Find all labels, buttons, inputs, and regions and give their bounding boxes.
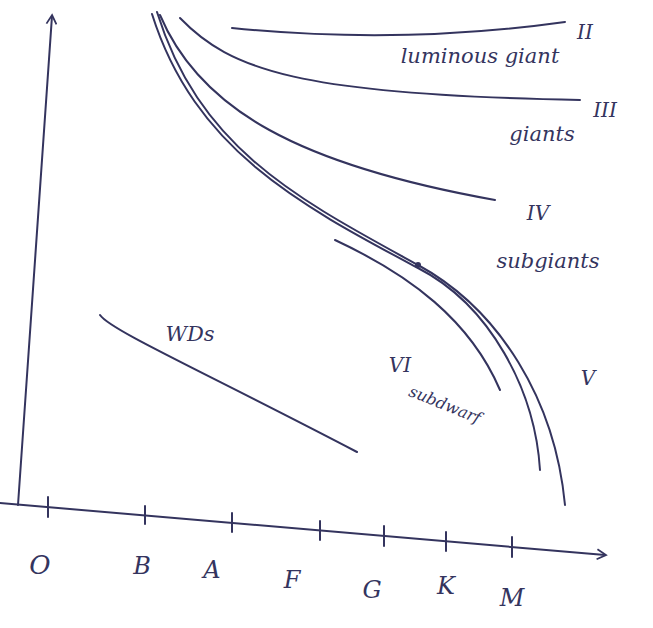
axis-label: O [27, 551, 52, 580]
curve-label: subgiants [494, 250, 601, 273]
axis-label: B [131, 553, 153, 579]
class-label: IV [525, 202, 551, 224]
axis-label: K [435, 573, 457, 599]
class-label: VI [387, 354, 413, 376]
main-sequence-inner [152, 14, 540, 470]
sun-dot [415, 262, 421, 268]
class-label: III [591, 99, 619, 121]
curve-label: subdwarf [405, 382, 486, 428]
axis-ticks [48, 497, 512, 557]
axis-label: A [201, 557, 222, 583]
axis-label: F [282, 567, 303, 593]
curve-label: giants [507, 123, 576, 146]
giant-branch [180, 18, 580, 100]
axis-label: G [360, 577, 383, 603]
class-label: II [575, 21, 595, 43]
luminous-giant-branch [232, 22, 565, 35]
curve-label: luminous giant [399, 45, 562, 68]
curve-label: WDs [163, 323, 216, 346]
axis-label: M [498, 585, 527, 611]
white-dwarf-sequence [100, 315, 357, 452]
y-axis [18, 16, 52, 505]
class-label: V [579, 367, 597, 389]
subgiant-branch [160, 15, 495, 200]
subdwarf-branch [335, 240, 500, 390]
x-axis [0, 503, 605, 555]
